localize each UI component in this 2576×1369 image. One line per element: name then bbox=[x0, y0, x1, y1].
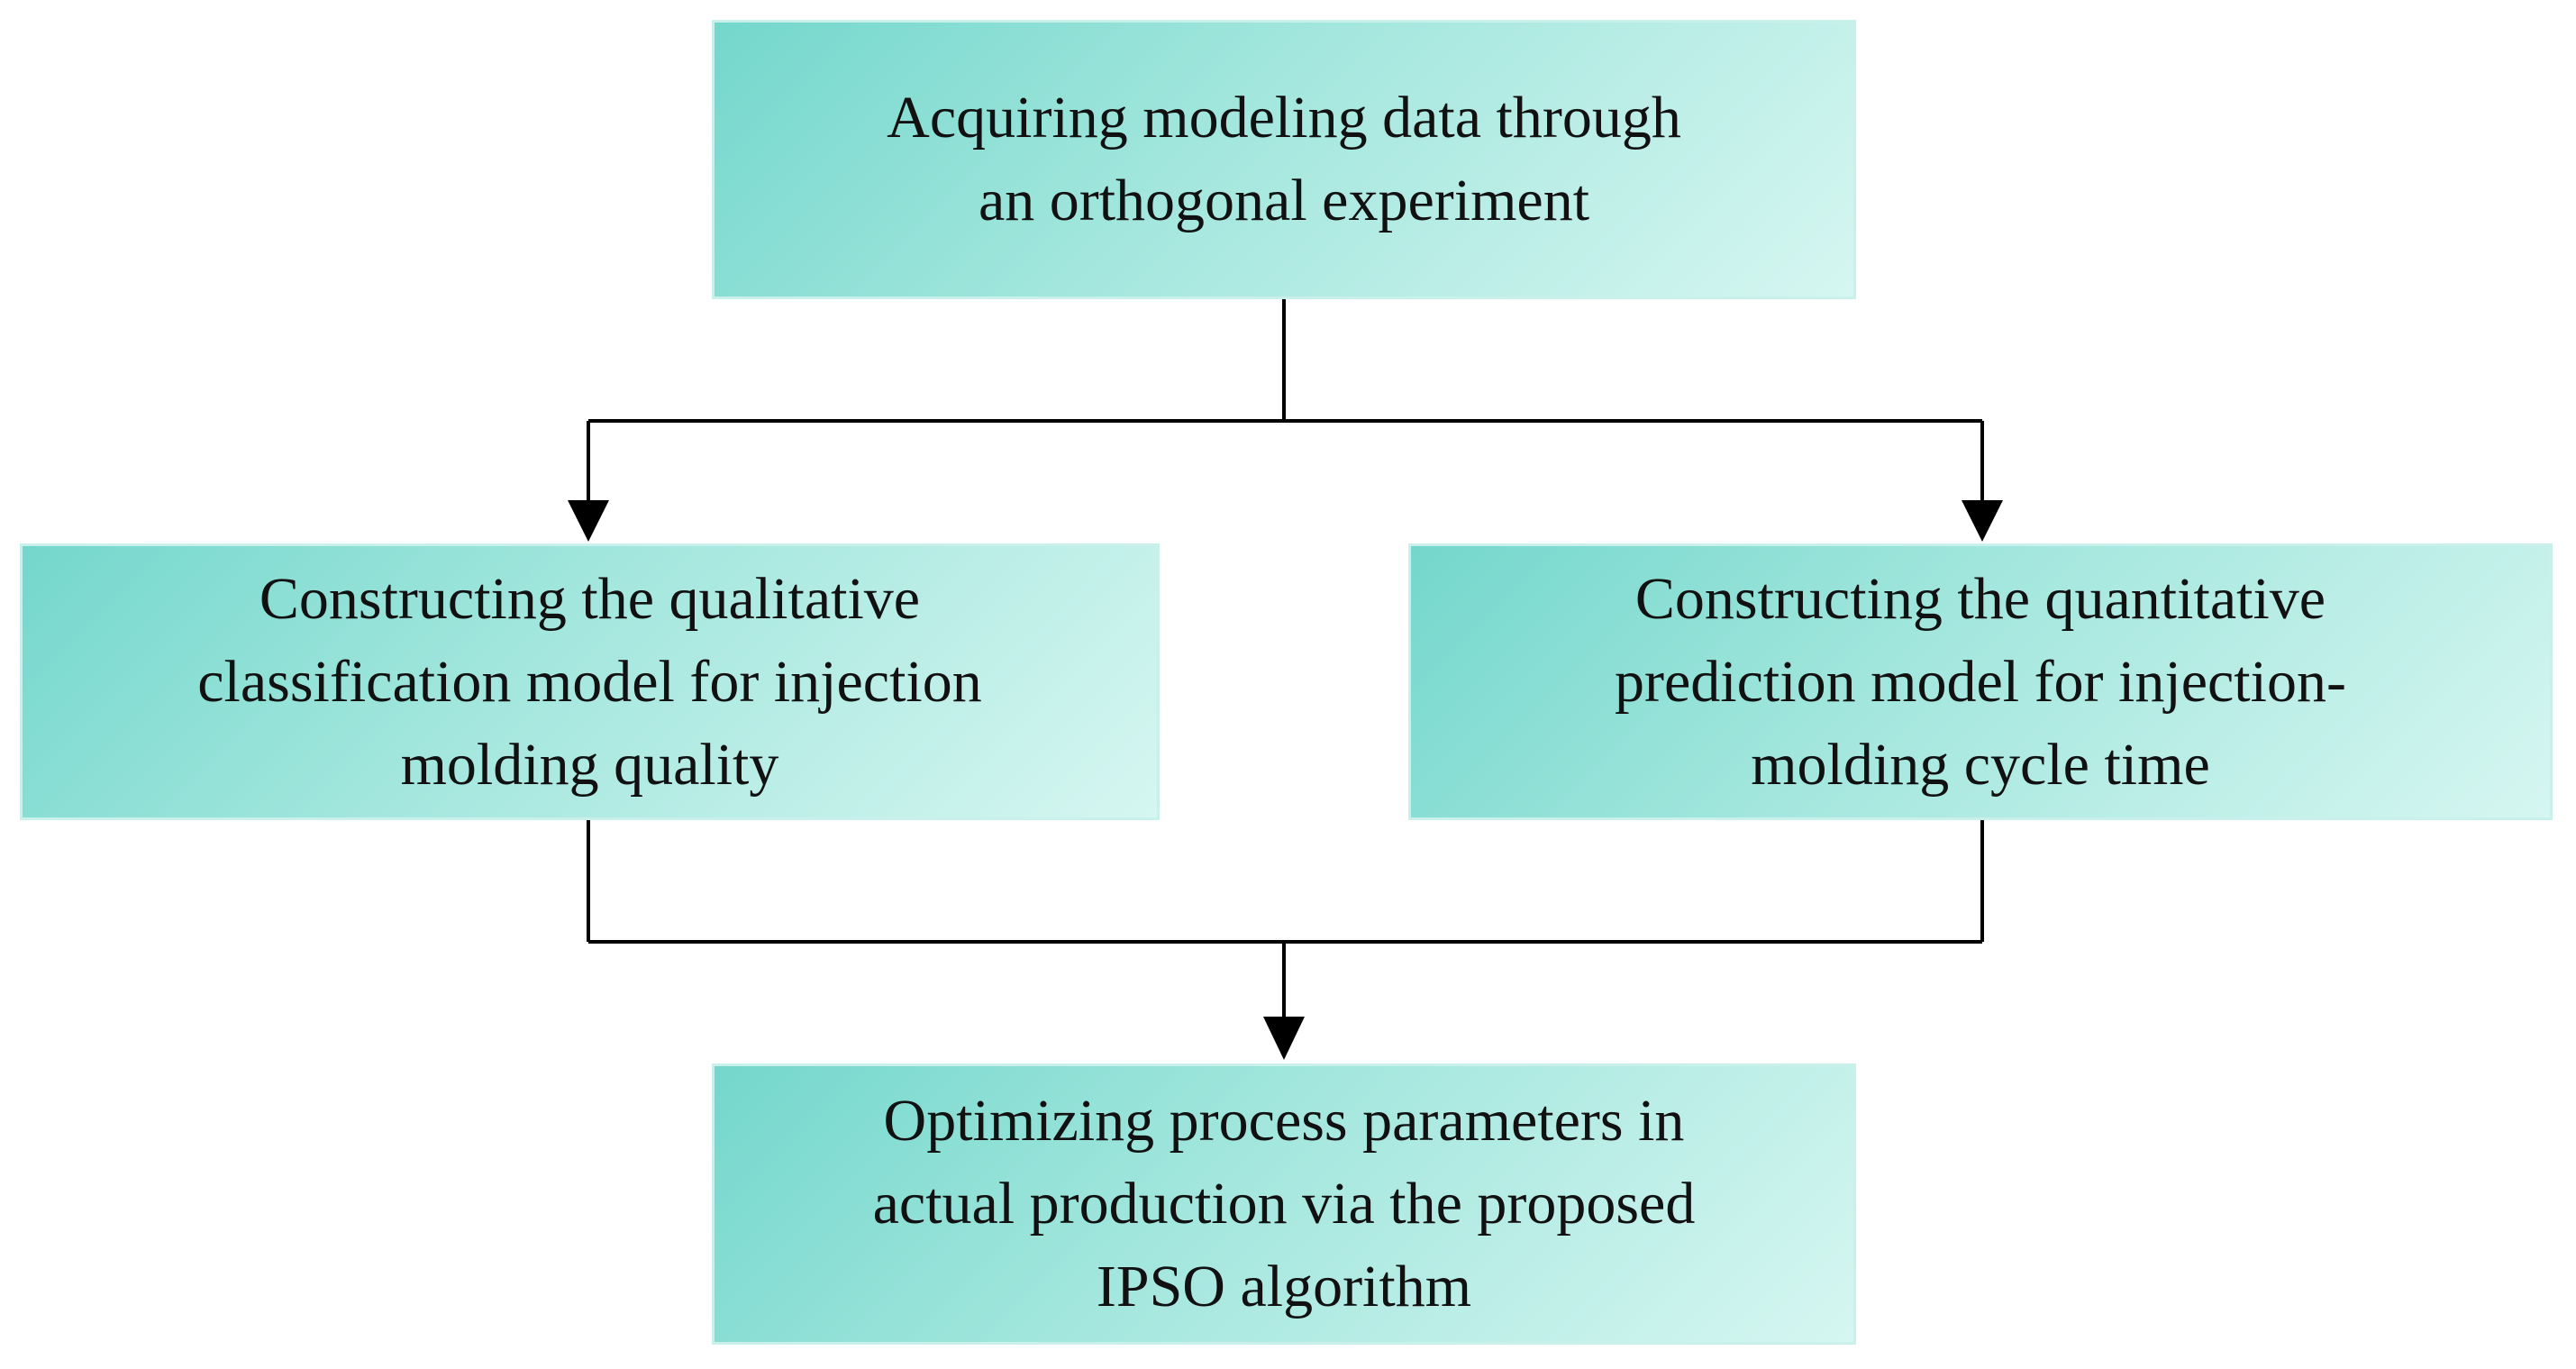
acquire-data-label: Acquiring modeling data through an ortho… bbox=[887, 85, 1681, 233]
optimize-parameters-label: Optimizing process parameters in actual … bbox=[872, 1088, 1696, 1319]
arrowhead-left bbox=[568, 500, 609, 542]
acquire-data-box: Acquiring modeling data through an ortho… bbox=[712, 20, 1856, 299]
optimize-parameters-box: Optimizing process parameters in actual … bbox=[712, 1063, 1856, 1345]
qualitative-model-box: Constructing the qualitative classificat… bbox=[20, 543, 1160, 820]
quantitative-model-box: Constructing the quantitative prediction… bbox=[1408, 543, 2553, 820]
quantitative-model-label: Constructing the quantitative prediction… bbox=[1615, 565, 2346, 798]
arrowhead-bottom bbox=[1263, 1017, 1305, 1060]
qualitative-model-label: Constructing the qualitative classificat… bbox=[197, 565, 982, 798]
arrowhead-right bbox=[1962, 500, 2003, 542]
